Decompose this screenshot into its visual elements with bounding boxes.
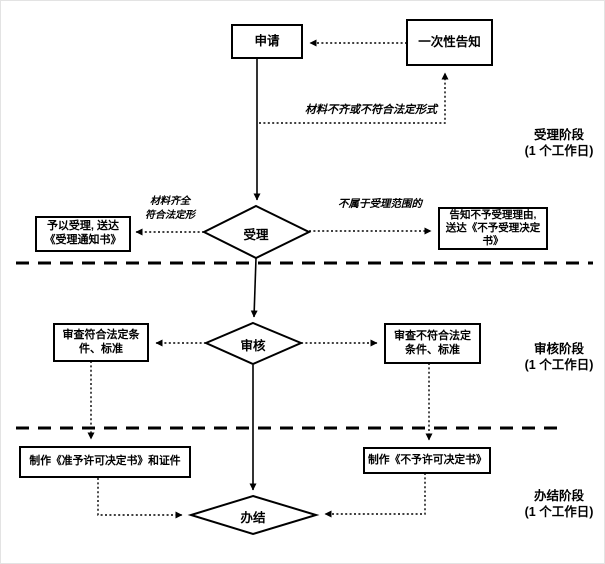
stage-duration: (1 个工作日) [524, 144, 594, 159]
node-review-fail: 审查不符合法定条件、标准 [384, 323, 481, 364]
stage-label-review: 审核阶段 (1 个工作日) [504, 341, 604, 374]
diamond-label-finish: 办结 [240, 511, 266, 525]
node-make-permit: 制作《准予许可决定书》和证件 [19, 446, 191, 478]
stage-name: 办结阶段 [533, 489, 584, 503]
node-make-denial: 制作《不予许可决定书》 [363, 447, 491, 474]
node-accept-notice: 予以受理, 送达《受理通知书》 [35, 216, 131, 252]
dotted-connectors [87, 39, 449, 519]
stage-label-acceptance: 受理阶段 (1 个工作日) [504, 127, 604, 160]
stage-duration: (1 个工作日) [524, 358, 594, 373]
node-review-pass: 审查符合法定条件、标准 [53, 323, 149, 362]
diamond-label-review: 审核 [240, 339, 266, 353]
node-apply: 申请 [231, 24, 303, 59]
stage-label-finish: 办结阶段 (1 个工作日) [504, 488, 604, 521]
node-one-time-notice: 一次性告知 [406, 19, 493, 66]
solid-connectors [249, 59, 261, 491]
node-reject-notice: 告知不予受理理由, 送达《不予受理决定书》 [438, 207, 548, 250]
stage-name: 受理阶段 [533, 128, 584, 142]
stage-duration: (1 个工作日) [524, 505, 594, 520]
stage-name: 审核阶段 [533, 342, 584, 356]
diamond-finish [187, 494, 320, 536]
edge-label-out-of-scope: 不属于受理范围的 [338, 199, 422, 210]
edge-label-materials-complete: 材料齐全 符合法定形 [145, 196, 195, 221]
diamond-review [203, 321, 304, 366]
decision-diamonds [187, 204, 320, 536]
diamond-label-accept: 受理 [243, 228, 269, 242]
diamond-accept [201, 204, 312, 260]
edge-label-materials-incomplete: 材料不齐或不符合法定形式 [305, 104, 437, 116]
